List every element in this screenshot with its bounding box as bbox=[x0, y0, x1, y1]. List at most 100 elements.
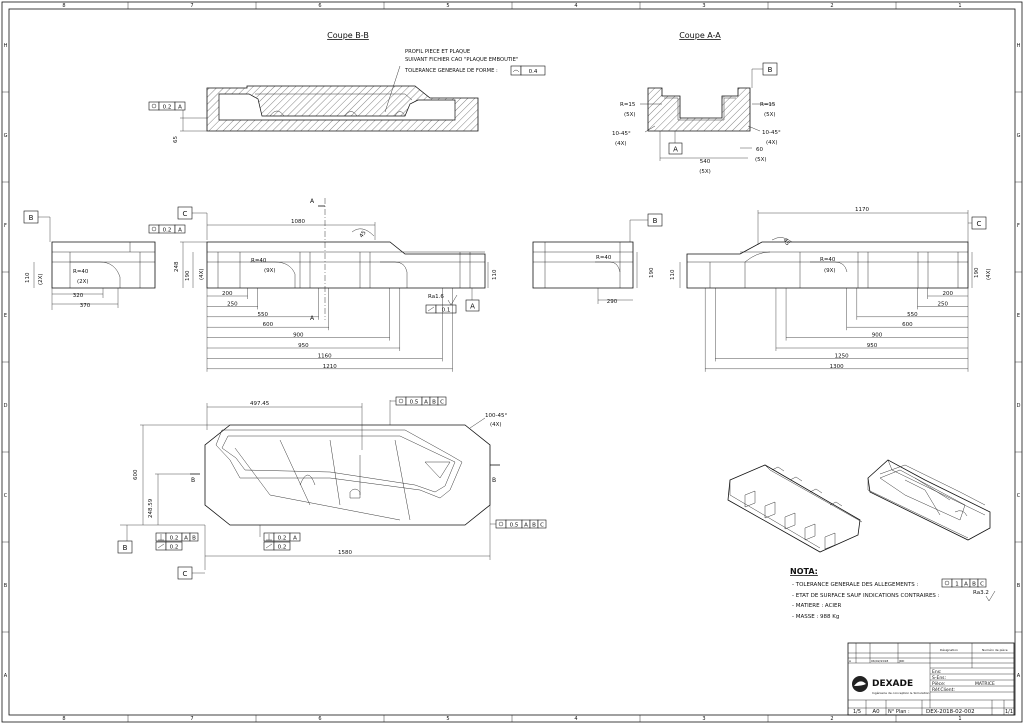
svg-text:Ingénierie de conception & Sim: Ingénierie de conception & Simulation bbox=[872, 691, 930, 695]
svg-text:A: A bbox=[849, 659, 852, 663]
right-dimension: 1250 bbox=[835, 353, 849, 359]
border-row-label: A bbox=[1017, 673, 1021, 679]
svg-text:B: B bbox=[653, 217, 658, 225]
border-col-label: 5 bbox=[446, 3, 449, 9]
note-profile-line1: PROFIL PIECE ET PLAQUE bbox=[405, 49, 470, 55]
border-col-label: 8 bbox=[62, 3, 65, 9]
svg-text:B: B bbox=[29, 214, 34, 222]
svg-text:10-45°: 10-45° bbox=[612, 131, 631, 137]
right-dimension: 1300 bbox=[830, 364, 844, 370]
note-form-tolerance: TOLERANCE GENERALE DE FORME : bbox=[404, 68, 498, 74]
front-dimension: 1210 bbox=[323, 364, 337, 370]
border-row-label: B bbox=[1017, 583, 1021, 589]
border-col-label: 8 bbox=[62, 716, 65, 722]
profile-surface-icon bbox=[512, 69, 520, 73]
svg-text:320: 320 bbox=[73, 293, 84, 299]
border-row-label: C bbox=[4, 493, 8, 499]
datum-reference: B bbox=[432, 400, 436, 406]
border-col-label: 7 bbox=[190, 716, 193, 722]
border-col-label: 1 bbox=[958, 716, 961, 722]
svg-text:JRD: JRD bbox=[898, 659, 905, 663]
right-dimension: 600 bbox=[902, 322, 913, 328]
svg-text:Ens:: Ens: bbox=[932, 669, 942, 675]
nota-item-3: - MATIERE : ACIER bbox=[792, 603, 842, 609]
front-dimension: 900 bbox=[293, 333, 304, 339]
svg-text:S-Ens:: S-Ens: bbox=[932, 675, 946, 681]
svg-text:0.5: 0.5 bbox=[510, 523, 519, 529]
border-col-label: 6 bbox=[318, 3, 321, 9]
svg-text:540: 540 bbox=[700, 159, 711, 165]
isometric-views bbox=[727, 459, 991, 553]
svg-text:248: 248 bbox=[174, 261, 180, 272]
plan-number: DEX-2018-02-002 bbox=[926, 709, 975, 715]
svg-text:190: 190 bbox=[649, 267, 655, 278]
note-profile-line2: SUIVANT FICHIER CAO "PLAQUE EMBOUTIE" bbox=[405, 57, 518, 63]
border-row-label: A bbox=[4, 673, 8, 679]
svg-text:Ra1.6: Ra1.6 bbox=[428, 294, 444, 300]
svg-text:110: 110 bbox=[670, 269, 676, 280]
border-col-label: 2 bbox=[830, 716, 833, 722]
svg-text:A: A bbox=[293, 536, 297, 542]
border-row-label: D bbox=[1017, 403, 1021, 409]
section-aa-profile bbox=[647, 87, 751, 132]
border-col-label: 1 bbox=[958, 3, 961, 9]
svg-text:B: B bbox=[492, 477, 496, 484]
svg-text:MATRICE: MATRICE bbox=[975, 681, 995, 687]
border-row-label: C bbox=[1017, 493, 1021, 499]
svg-text:45: 45 bbox=[359, 230, 368, 240]
form-tolerance-value: 0.4 bbox=[529, 69, 538, 75]
svg-text:1580: 1580 bbox=[338, 550, 352, 556]
svg-text:600: 600 bbox=[133, 469, 139, 480]
datum-reference: A bbox=[424, 400, 428, 406]
border-row-label: F bbox=[1017, 223, 1020, 229]
svg-text:R=40: R=40 bbox=[73, 269, 89, 275]
datum-reference: B bbox=[532, 523, 536, 529]
nota-title: NOTA: bbox=[790, 567, 818, 576]
border-col-label: 3 bbox=[702, 716, 705, 722]
svg-text:290: 290 bbox=[607, 299, 618, 305]
svg-text:0.2: 0.2 bbox=[170, 536, 179, 542]
front-dimension: 550 bbox=[258, 312, 269, 318]
right-view: 1170 C 45 R=40 (9X) 110 190 (4X) 2002505… bbox=[670, 207, 992, 372]
front-view: C 0.2 A 1080 45 A A R=40 (9X) 248 190 (4… bbox=[148, 198, 498, 372]
svg-text:(5X): (5X) bbox=[755, 157, 767, 163]
svg-text:A: A bbox=[470, 303, 475, 311]
datum-reference: A bbox=[964, 582, 968, 588]
datum-reference: C bbox=[440, 400, 444, 406]
svg-text:1080: 1080 bbox=[291, 219, 305, 225]
section-bb-title: Coupe B-B bbox=[327, 31, 369, 40]
svg-text:N° Plan :: N° Plan : bbox=[888, 709, 910, 715]
front-dimension: 250 bbox=[227, 301, 238, 307]
svg-text:(5X): (5X) bbox=[764, 112, 776, 118]
border-row-label: H bbox=[4, 43, 8, 49]
datum-a-label: A bbox=[673, 146, 678, 154]
border-row-label: G bbox=[1017, 133, 1021, 139]
svg-text:Ra3.2: Ra3.2 bbox=[973, 590, 989, 596]
border-row-label: H bbox=[1017, 43, 1021, 49]
front-dimension: 950 bbox=[298, 343, 309, 349]
right-dimension: 550 bbox=[907, 312, 918, 318]
border-col-label: 4 bbox=[574, 3, 577, 9]
svg-text:0.2: 0.2 bbox=[170, 545, 179, 551]
datum-reference: B bbox=[192, 536, 196, 542]
svg-text:(2X): (2X) bbox=[38, 273, 44, 285]
border-col-label: 7 bbox=[190, 3, 193, 9]
svg-text:110: 110 bbox=[492, 269, 498, 280]
svg-text:0.2: 0.2 bbox=[278, 536, 287, 542]
svg-text:A: A bbox=[178, 228, 182, 234]
nota-item-1: - TOLERANCE GENERALE DES ALLEGEMENTS : bbox=[792, 582, 918, 588]
nota-item-2: - ETAT DE SURFACE SAUF INDICATIONS CONTR… bbox=[792, 593, 940, 599]
svg-text:06/02/2018: 06/02/2018 bbox=[871, 659, 888, 663]
svg-text:190: 190 bbox=[185, 270, 191, 281]
datum-reference: A bbox=[184, 536, 188, 542]
svg-text:A: A bbox=[178, 105, 182, 111]
front-dimension: 200 bbox=[222, 291, 233, 297]
datum-b-label: B bbox=[768, 66, 773, 74]
border-col-label: 6 bbox=[318, 716, 321, 722]
section-bb-view: Coupe B-B PROFIL PIECE ET PLAQUE SUIVANT… bbox=[148, 31, 546, 143]
svg-text:C: C bbox=[977, 220, 982, 228]
nota-item-4: - MASSE : 988 Kg bbox=[792, 614, 839, 620]
